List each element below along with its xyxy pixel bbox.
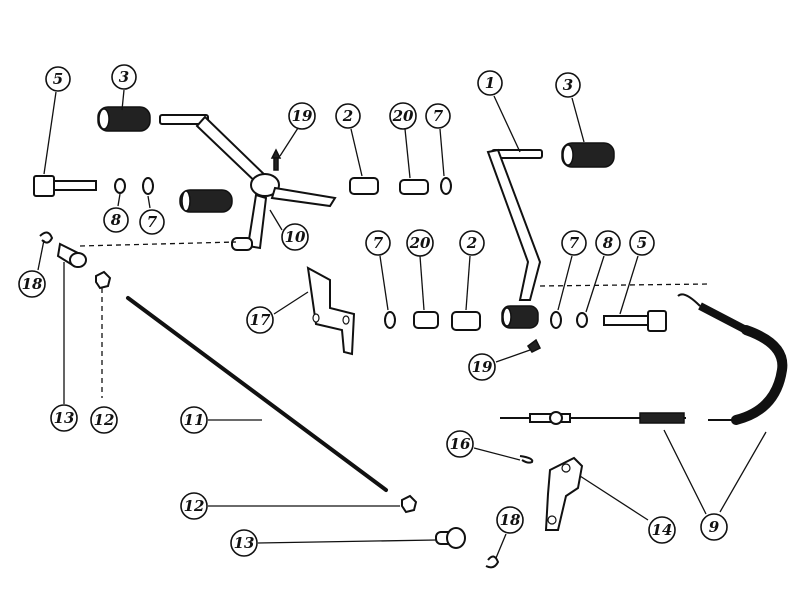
axis-line-left [79,241,237,247]
svg-text:19: 19 [292,107,313,125]
rod-11 [126,296,388,492]
clip-bottom [485,555,500,569]
svg-text:7: 7 [569,234,580,252]
grease-nipple-bottom [526,338,542,353]
callout-19-top: 19 [288,102,316,130]
svg-text:20: 20 [392,107,414,125]
svg-text:7: 7 [147,213,158,231]
pedal-1 [486,148,543,329]
nut-left [95,270,112,290]
callout-7-top: 7 [425,103,451,129]
svg-text:18: 18 [500,511,521,529]
lever-assembly-10 [159,114,337,251]
callout-7-right: 7 [561,230,587,256]
callout-18-bottom: 18 [496,506,524,534]
callout-19-bottom: 19 [468,353,496,381]
bush-mid-20 [413,311,439,329]
svg-text:13: 13 [234,534,255,552]
washer-top-7 [440,177,452,195]
callout-3-left: 3 [111,64,137,90]
leader-lines [37,89,767,559]
callout-12-bottom: 12 [180,492,208,520]
svg-text:13: 13 [54,409,75,427]
svg-text:10: 10 [285,228,306,246]
callout-13-bottom: 13 [230,529,258,557]
svg-text:14: 14 [652,521,673,539]
clevis-pin-bottom [435,527,466,549]
svg-text:2: 2 [342,107,353,125]
svg-text:5: 5 [53,70,63,88]
bush-mid-2 [451,311,481,331]
svg-text:9: 9 [709,518,720,536]
callout-1: 1 [477,70,503,96]
callout-13-left: 13 [50,404,78,432]
bolt-left [33,175,97,197]
callout-18-left: 18 [18,270,46,298]
callout-7-mid: 7 [365,230,391,256]
bolt-right [603,310,667,332]
bell-crank-14 [544,456,584,531]
svg-text:12: 12 [184,497,205,515]
bush-top-20 [399,179,429,195]
svg-text:20: 20 [409,234,431,252]
nut-bottom [401,494,418,514]
washer-right-8 [576,312,588,328]
callout-9: 9 [700,513,728,541]
washer-left-7 [142,177,154,195]
washer-mid-7 [384,311,396,329]
foot-rubber-right [561,142,615,168]
callout-5-right: 5 [629,230,655,256]
callout-10: 10 [281,223,309,251]
axis-line-right [539,283,711,287]
callout-8-right: 8 [595,230,621,256]
svg-text:11: 11 [184,411,205,429]
svg-text:19: 19 [472,358,493,376]
clip-left [39,231,54,244]
callout-2-top: 2 [335,103,361,129]
svg-text:17: 17 [250,311,271,329]
callout-8-left: 8 [103,207,129,233]
svg-text:7: 7 [373,234,384,252]
callout-14: 14 [648,516,676,544]
washer-right-7 [550,311,562,329]
callout-20-top: 20 [389,102,417,130]
callout-12-left: 12 [90,406,118,434]
svg-text:7: 7 [433,107,444,125]
callout-2-mid: 2 [459,230,485,256]
svg-text:18: 18 [22,275,43,293]
svg-text:8: 8 [603,234,614,252]
callout-3-right: 3 [555,72,581,98]
callout-5-left: 5 [45,66,71,92]
svg-text:2: 2 [466,234,477,252]
bush-top-2 [349,177,379,195]
svg-text:12: 12 [94,411,115,429]
clevis-pin-left [56,242,87,268]
svg-text:8: 8 [111,211,122,229]
callout-7-left: 7 [139,209,165,235]
callout-16: 16 [446,430,474,458]
washer-left-8 [114,178,126,194]
svg-text:1: 1 [485,74,495,92]
bracket-plate-17 [306,266,356,356]
svg-text:5: 5 [637,234,647,252]
foot-rubber-left [97,106,151,132]
svg-text:3: 3 [563,76,573,94]
callout-17: 17 [246,306,274,334]
svg-text:16: 16 [450,435,471,453]
svg-text:3: 3 [119,68,129,86]
split-pin-16 [519,455,534,464]
callout-20-mid: 20 [406,229,434,257]
cable-9 [500,293,788,425]
callout-11: 11 [180,406,208,434]
